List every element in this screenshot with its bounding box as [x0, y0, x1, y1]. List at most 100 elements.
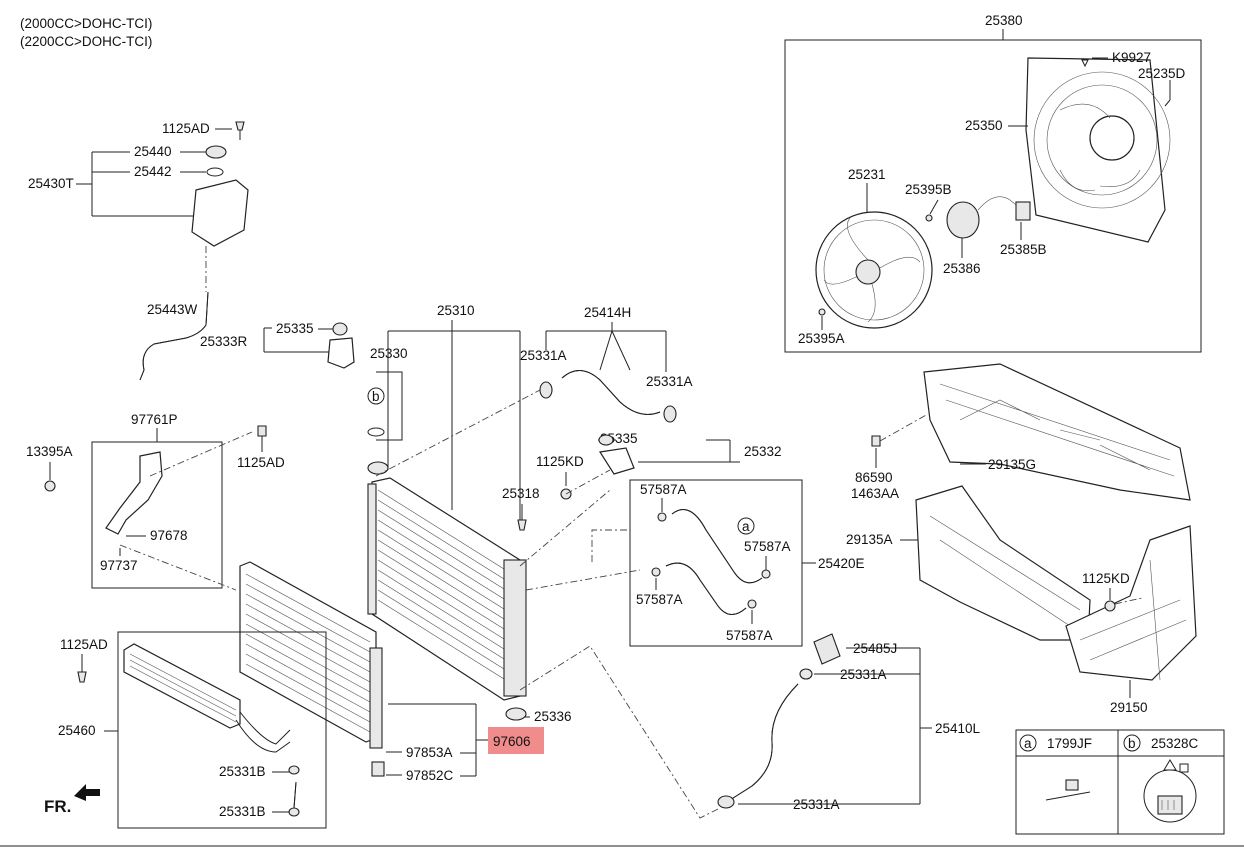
callout-25410L[interactable]: 25410L [935, 721, 981, 736]
callout-25331A-1[interactable]: 25331A [520, 348, 567, 363]
resistor-part [1015, 201, 1031, 221]
callout-97852C[interactable]: 97852C [406, 768, 454, 783]
front-direction-indicator: FR. [44, 784, 100, 816]
radiator-core-part [371, 477, 521, 701]
callout-97761P[interactable]: 97761P [131, 412, 178, 427]
ac-pipe-group: 97761P 13395A 1125AD 97678 97737 [26, 412, 285, 591]
callout-25395A[interactable]: 25395A [798, 331, 845, 346]
callout-25430T[interactable]: 25430T [28, 176, 74, 191]
callout-57587A-3[interactable]: 57587A [636, 592, 683, 607]
callout-25235D[interactable]: 25235D [1138, 66, 1186, 81]
hose-clamp-part [717, 795, 735, 809]
callout-97606[interactable]: 97606 [493, 734, 531, 749]
callout-1125KD-a[interactable]: 1125KD [536, 454, 584, 469]
callout-1125AD-mid[interactable]: 1125AD [237, 455, 285, 470]
callout-25310[interactable]: 25310 [437, 303, 475, 318]
upper-bracket-part [327, 337, 355, 369]
receiver-drier-part [369, 647, 383, 749]
mount-insulator-part [598, 434, 614, 446]
radiator-cap-part [367, 461, 389, 475]
callout-25332[interactable]: 25332 [744, 444, 782, 459]
callout-25380[interactable]: 25380 [985, 13, 1023, 28]
callout-25443W[interactable]: 25443W [147, 302, 198, 317]
side-air-guard-part [915, 485, 1091, 641]
lower-bracket-part [599, 447, 635, 475]
front-arrow-icon [74, 784, 100, 801]
marker-b-on-diagram: b [372, 389, 380, 404]
callout-25333R[interactable]: 25333R [200, 334, 248, 349]
callout-29150[interactable]: 29150 [1110, 700, 1148, 715]
callout-25386[interactable]: 25386 [943, 261, 981, 276]
callout-29135G[interactable]: 29135G [988, 457, 1036, 472]
callout-97678[interactable]: 97678 [150, 528, 188, 543]
ac-pipe-bracket-part [105, 451, 163, 535]
hose-connector-part [813, 633, 841, 665]
callout-25414H[interactable]: 25414H [584, 305, 631, 320]
callout-57587A-1[interactable]: 57587A [640, 482, 687, 497]
upper-air-guard-part [923, 363, 1191, 501]
legend-a-code[interactable]: 1799JF [1047, 736, 1092, 751]
drier-plug-part [371, 761, 385, 777]
callout-25331A-3[interactable]: 25331A [840, 667, 887, 682]
drain-plug-part [505, 707, 527, 721]
hose-clamp-part [799, 668, 813, 680]
reservoir-seal-part [206, 167, 224, 177]
callout-25330[interactable]: 25330 [370, 346, 408, 361]
callout-25420E[interactable]: 25420E [818, 556, 865, 571]
callout-29135A[interactable]: 29135A [846, 532, 893, 547]
highlighted-part-97606[interactable] [488, 727, 544, 754]
callout-25231[interactable]: 25231 [848, 167, 886, 182]
lower-air-guard-part [1065, 525, 1197, 681]
callout-25335-a[interactable]: 25335 [276, 321, 314, 336]
callout-57587A-2[interactable]: 57587A [744, 539, 791, 554]
callout-25331A-2[interactable]: 25331A [646, 374, 693, 389]
engine-variant-2: (2200CC>DOHC-TCI) [20, 34, 152, 49]
callout-25440[interactable]: 25440 [134, 144, 172, 159]
reservoir-tank-part [191, 179, 249, 247]
transmission-hose-group: 25420E 57587A a 57587A 57587A 57587A [591, 479, 865, 647]
callout-25336[interactable]: 25336 [534, 709, 572, 724]
oil-cooler-group: 1125AD 25460 25331B 25331B [58, 631, 327, 829]
engine-variant-1: (2000CC>DOHC-TCI) [20, 16, 152, 31]
legend-a-letter: a [1024, 736, 1032, 751]
oil-cooler-part [123, 643, 241, 729]
callout-13395A[interactable]: 13395A [26, 444, 73, 459]
callout-25318[interactable]: 25318 [502, 486, 540, 501]
legend-b-code[interactable]: 25328C [1151, 736, 1199, 751]
callout-1463AA[interactable]: 1463AA [851, 486, 899, 501]
marker-a-on-diagram: a [742, 519, 750, 534]
caution-label-icon [1143, 759, 1197, 823]
callout-25331B-1[interactable]: 25331B [219, 764, 266, 779]
air-guard-group: 86590 1463AA 29135G 29135A 1125KD 29150 [846, 363, 1197, 715]
reservoir-cap-part [205, 145, 227, 159]
mount-insulator-part [332, 322, 348, 336]
callout-1125AD-low[interactable]: 1125AD [60, 637, 108, 652]
callout-25331B-2[interactable]: 25331B [219, 804, 266, 819]
callout-57587A-4[interactable]: 57587A [726, 628, 773, 643]
callout-K9927[interactable]: K9927 [1112, 50, 1151, 65]
radiator-group: 25335 25332 1125KD 25318 25336 [367, 389, 782, 819]
callout-25331A-4[interactable]: 25331A [793, 797, 840, 812]
callout-1125AD-top[interactable]: 1125AD [162, 121, 210, 136]
callout-25395B[interactable]: 25395B [905, 182, 952, 197]
clip-icon [1045, 779, 1091, 801]
reservoir-group: 1125AD 25440 25442 25430T 25443W [28, 121, 249, 381]
callout-97853A[interactable]: 97853A [406, 745, 453, 760]
callout-25460[interactable]: 25460 [58, 723, 96, 738]
callout-25350[interactable]: 25350 [965, 118, 1003, 133]
fan-motor-part [946, 201, 980, 239]
callout-97737[interactable]: 97737 [100, 558, 138, 573]
legend-b-letter: b [1128, 736, 1136, 751]
callout-25385B[interactable]: 25385B [1000, 242, 1047, 257]
hose-clamp-part [663, 405, 677, 423]
radiator-upper-group: 25335 25333R 25330 b 25310 25414H 25331A… [200, 303, 693, 520]
condenser-group: 97606 97853A 97852C [239, 561, 544, 783]
lower-hose-group: 25485J 25331A 25331A 25410L [717, 633, 981, 812]
callout-86590[interactable]: 86590 [855, 470, 893, 485]
legend-box: a 1799JF b 25328C [1015, 729, 1225, 835]
callout-25485J[interactable]: 25485J [853, 641, 897, 656]
callout-1125KD-b[interactable]: 1125KD [1082, 571, 1130, 586]
callout-25442[interactable]: 25442 [134, 164, 172, 179]
